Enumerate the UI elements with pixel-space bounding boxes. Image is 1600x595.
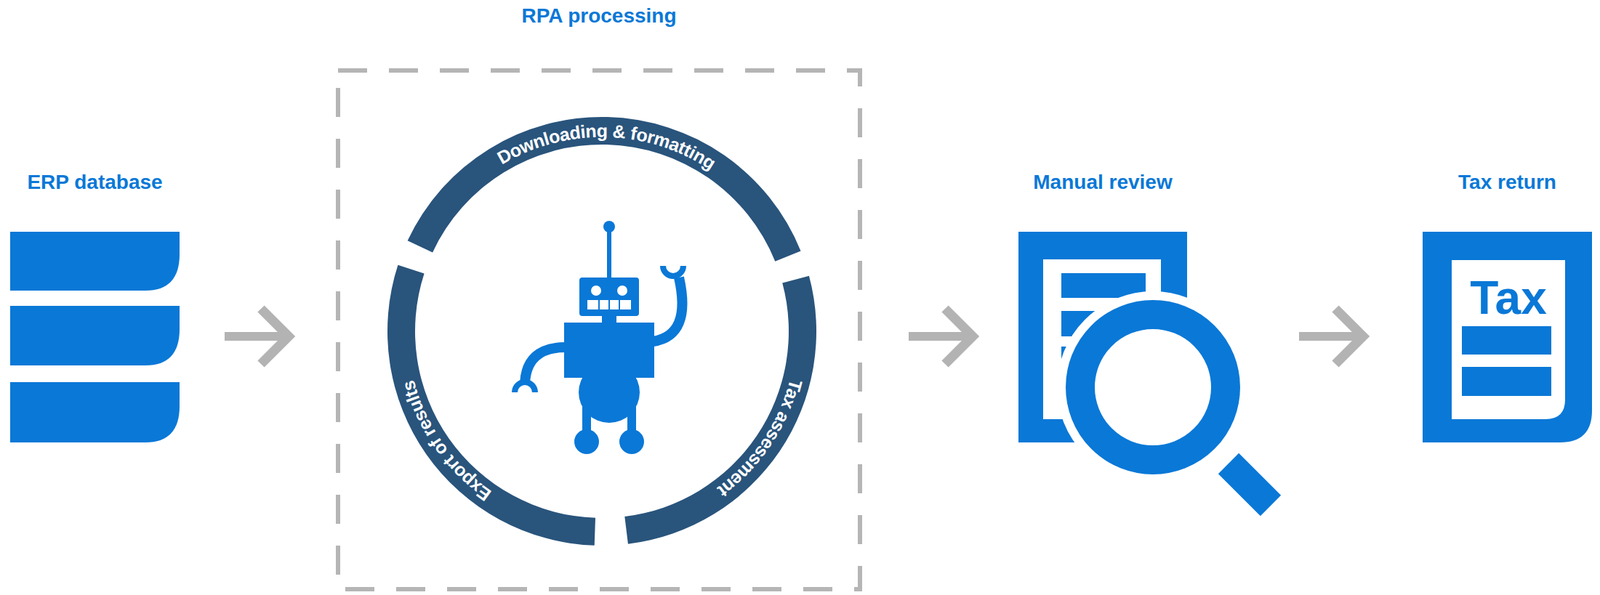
node-heading: Manual review — [1018, 170, 1188, 195]
dashed-frame — [338, 70, 860, 590]
ring-band — [624, 276, 817, 545]
database-node: ERP database — [10, 170, 180, 443]
arrow-head — [260, 308, 289, 365]
review-icon — [1018, 231, 1273, 508]
tax-return-node: Tax returnTax — [1422, 170, 1593, 443]
node-heading: Tax return — [1422, 170, 1593, 195]
arrow-shaft — [908, 332, 969, 341]
ring-band — [387, 265, 596, 546]
arrow-head — [1335, 308, 1364, 365]
arrow-head — [945, 308, 973, 365]
ring-label-text: Export of results — [397, 378, 495, 506]
tax-form-icon — [1422, 231, 1593, 443]
arrow-shaft — [224, 332, 285, 341]
flow-arrow — [908, 308, 973, 365]
form-word: Tax — [1451, 274, 1566, 322]
ring-segment: Export of results — [386, 115, 818, 548]
flow-arrow — [224, 308, 289, 365]
database-icon — [10, 231, 180, 443]
rpa-group: RPA processingDownloading & formattingTa… — [335, 68, 863, 592]
ring-label: Export of results — [397, 378, 495, 506]
review-node: Manual review — [1018, 170, 1188, 443]
robot-icon — [514, 220, 684, 455]
ring-label-text: Tax assessment — [713, 378, 807, 503]
node-heading: ERP database — [10, 170, 180, 195]
node-heading: RPA processing — [335, 3, 863, 29]
flow-arrow — [1299, 308, 1364, 365]
ring-segment-shape: Export of results — [386, 115, 818, 548]
ring-label-text: Downloading & formatting — [493, 120, 720, 174]
ring-label: Downloading & formatting — [493, 120, 720, 174]
ring-band — [407, 117, 802, 262]
arrow-shaft — [1299, 332, 1359, 341]
ring-label: Tax assessment — [713, 378, 807, 503]
